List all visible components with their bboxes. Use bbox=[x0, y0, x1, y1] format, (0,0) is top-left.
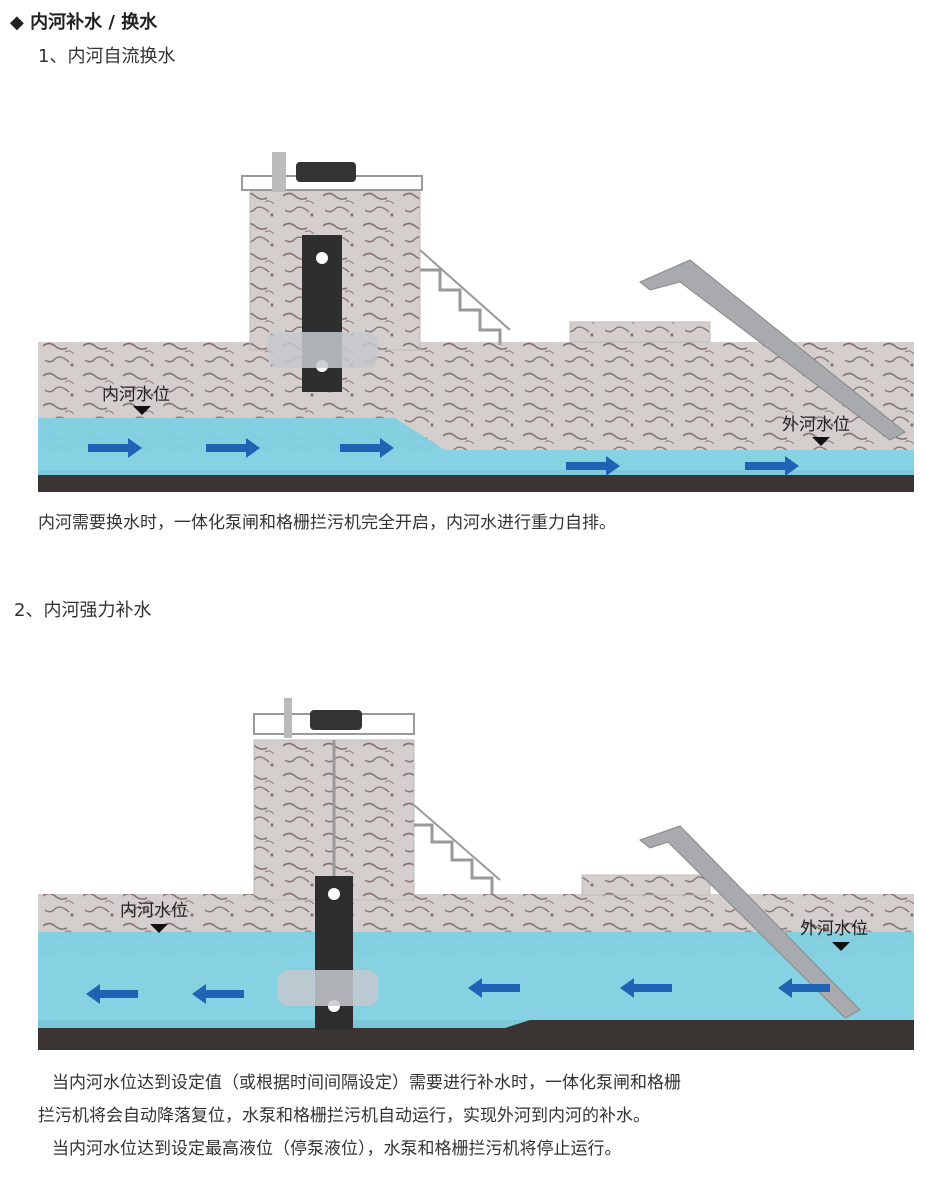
section1-caption: 内河需要换水时，一体化泵闸和格栅拦污机完全开启，内河水进行重力自排。 bbox=[38, 513, 616, 533]
diagram-forced-replenishment: 内河水位 外河水位 bbox=[38, 698, 914, 1050]
water-level-marker-icon bbox=[812, 437, 830, 446]
riverbed bbox=[38, 470, 914, 492]
inner-river-level-label: 内河水位 bbox=[102, 385, 170, 405]
water-level-marker-icon bbox=[133, 406, 151, 415]
section1-title: 1、内河自流换水 bbox=[38, 46, 176, 67]
stairs bbox=[414, 823, 494, 894]
trash-screen-machine bbox=[638, 825, 861, 1019]
outer-river-level-label: 外河水位 bbox=[800, 919, 868, 939]
flow-arrows bbox=[86, 978, 830, 1004]
trash-screen-machine bbox=[639, 259, 906, 441]
inner-river-level-label: 内河水位 bbox=[120, 901, 188, 921]
section2-caption-line1: 当内河水位达到设定值（或根据时间间隔设定）需要进行补水时，一体化泵闸和格栅 bbox=[52, 1073, 681, 1093]
stairs bbox=[420, 268, 502, 345]
flow-arrows bbox=[88, 438, 799, 476]
pump-pipe bbox=[278, 970, 378, 1006]
section2-caption-line2: 拦污机将会自动降落复位，水泵和格栅拦污机自动运行，实现外河到内河的补水。 bbox=[38, 1106, 650, 1126]
water-level-marker-icon bbox=[150, 924, 168, 933]
pump-pipe bbox=[268, 332, 378, 368]
screen-platform bbox=[581, 874, 711, 896]
screen-platform bbox=[569, 321, 711, 343]
section2-caption-line3: 当内河水位达到设定最高液位（停泵液位），水泵和格栅拦污机将停止运行。 bbox=[52, 1139, 622, 1159]
water-body bbox=[38, 418, 914, 475]
water-body bbox=[38, 932, 914, 1028]
section-heading: ◆ 内河补水 / 换水 bbox=[10, 12, 158, 33]
water-level-marker-icon bbox=[832, 942, 850, 951]
section2-title: 2、内河强力补水 bbox=[14, 600, 152, 621]
outer-river-level-label: 外河水位 bbox=[782, 415, 850, 435]
diagram-gravity-exchange: 内河水位 外河水位 bbox=[38, 152, 914, 492]
